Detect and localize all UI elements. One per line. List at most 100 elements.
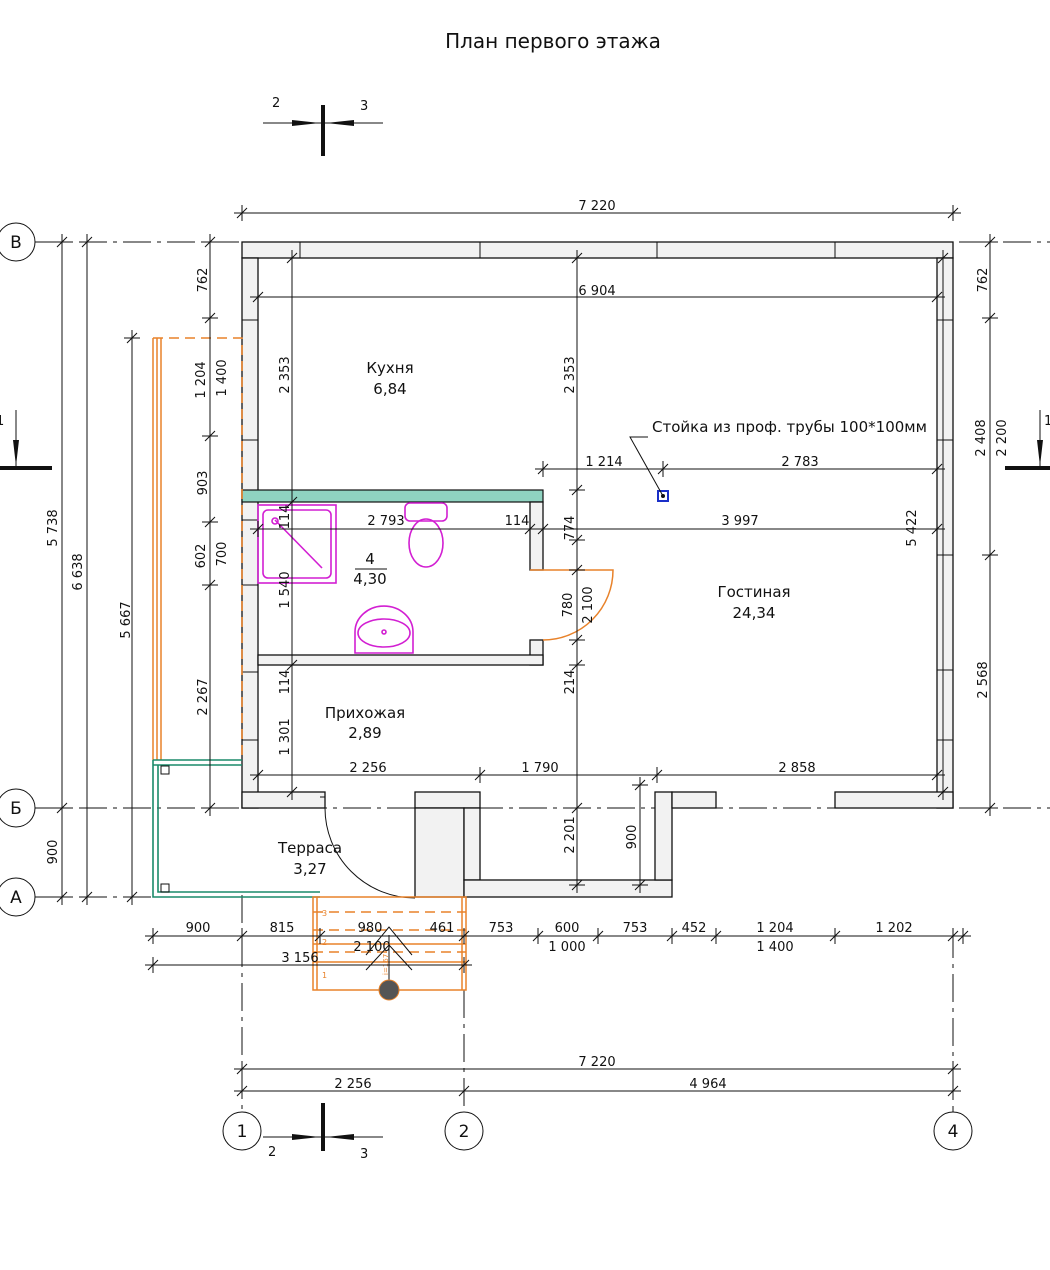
room-name: Прихожая: [325, 704, 405, 722]
dim-label: 2 353: [563, 356, 578, 393]
axis-a: А: [10, 888, 22, 908]
dim-label: 762: [196, 268, 211, 293]
dimension-line: [829, 928, 841, 944]
dim-label: 2 353: [278, 356, 293, 393]
dimension-line: [935, 252, 951, 264]
dim-label: 815: [270, 921, 295, 936]
dimension-line: [632, 879, 648, 891]
dimension-line: [474, 767, 486, 783]
dimension-line: [931, 461, 943, 477]
toilet-icon: [404, 502, 448, 568]
dimension-line: [54, 891, 70, 903]
dim-label: 4 964: [689, 1077, 726, 1092]
dim-label: 1 204: [756, 921, 793, 936]
step-number: 3: [322, 909, 327, 918]
dimension-line: [252, 767, 264, 783]
dim-label: 5 422: [905, 509, 920, 546]
dimension-line: [931, 289, 943, 305]
dim-label: 452: [682, 921, 707, 936]
dim-label: 600: [555, 921, 580, 936]
dim-label: 2 793: [367, 514, 404, 529]
dimension-line: [931, 767, 943, 783]
dim-label: 2 100: [353, 940, 390, 955]
dim-label: 7 220: [578, 1055, 615, 1070]
shower-icon: [257, 504, 337, 584]
bathroom-door: [530, 569, 614, 641]
dim-label: 780: [561, 593, 576, 618]
dimension-lines: [54, 205, 998, 1099]
dim-label: 1 790: [521, 761, 558, 776]
dimension-line: [284, 496, 300, 508]
dimension-line: [236, 1061, 248, 1077]
downspout-icon: [378, 979, 400, 1001]
step-number: 2: [322, 938, 327, 947]
dimension-line: [982, 236, 998, 248]
dimension-line: [982, 312, 998, 324]
dim-label: 1 301: [278, 718, 293, 755]
dimension-line: [284, 786, 300, 798]
room-area: 4,30: [353, 570, 386, 588]
dim-label: 6 904: [578, 284, 615, 299]
dim-label: 114: [278, 505, 293, 530]
dimension-line: [79, 236, 95, 248]
dimension-line: [666, 928, 678, 944]
dimension-line: [236, 1083, 248, 1099]
dimension-line: [252, 289, 264, 305]
section-label: 3: [360, 99, 368, 114]
room-area: 2,89: [348, 724, 381, 742]
dim-label: 7 220: [578, 199, 615, 214]
dimension-line: [569, 879, 585, 891]
dimension-line: [957, 928, 969, 944]
plumbing-fixtures: [257, 502, 448, 654]
dim-label: 2 568: [976, 661, 991, 698]
dimension-labels-h: 7 220 6 904 1 214 2 783 2 793 114 3 997 …: [186, 199, 913, 1092]
dim-label: 700: [215, 542, 230, 567]
dimension-line: [236, 205, 248, 221]
dimension-line: [314, 928, 326, 944]
dimension-line: [931, 521, 943, 537]
dimension-line: [947, 1083, 959, 1099]
dimension-line: [202, 236, 218, 248]
dim-label: 3 997: [721, 514, 758, 529]
dimension-line: [202, 579, 218, 591]
dimension-line: [202, 802, 218, 814]
dimension-line: [947, 1061, 959, 1077]
dimension-line: [657, 461, 669, 477]
dim-label: 1 000: [548, 940, 585, 955]
axis-1: 1: [237, 1122, 248, 1142]
entrance-door: [324, 807, 416, 899]
dimension-line: [935, 786, 951, 798]
dimension-line: [147, 928, 159, 944]
dimension-line: [632, 779, 648, 791]
dimension-line: [569, 634, 585, 646]
axis-4: 4: [948, 1122, 959, 1142]
dimension-line: [592, 928, 604, 944]
dim-label: 5 738: [46, 509, 61, 546]
room-name: Кухня: [366, 359, 413, 377]
dimension-line: [202, 430, 218, 442]
sink-icon: [354, 605, 414, 654]
dim-label: 1 204: [194, 361, 209, 398]
dimension-line: [569, 534, 585, 546]
dim-label: 1 214: [585, 455, 622, 470]
section-label: 1: [1044, 414, 1050, 429]
dim-label: 1 202: [875, 921, 912, 936]
dim-label: 2 200: [995, 419, 1010, 456]
dimension-line: [458, 928, 470, 944]
room-labels: Кухня 6,84 4 4,30 Прихожая 2,89 Гостиная…: [277, 359, 791, 878]
section-label: 2: [268, 1145, 276, 1160]
step-number: 1: [322, 971, 327, 980]
dim-label: 753: [623, 921, 648, 936]
dimension-line: [982, 802, 998, 814]
dim-label: 114: [278, 670, 293, 695]
dimension-line: [236, 928, 248, 944]
dimension-line: [569, 802, 585, 814]
dimension-line: [124, 332, 140, 344]
dim-label: 2 267: [196, 678, 211, 715]
dimension-line: [537, 521, 549, 537]
dimension-line: [79, 891, 95, 903]
section-label: 3: [360, 1147, 368, 1162]
dimension-line: [651, 767, 663, 783]
dim-label: 2 858: [778, 761, 815, 776]
